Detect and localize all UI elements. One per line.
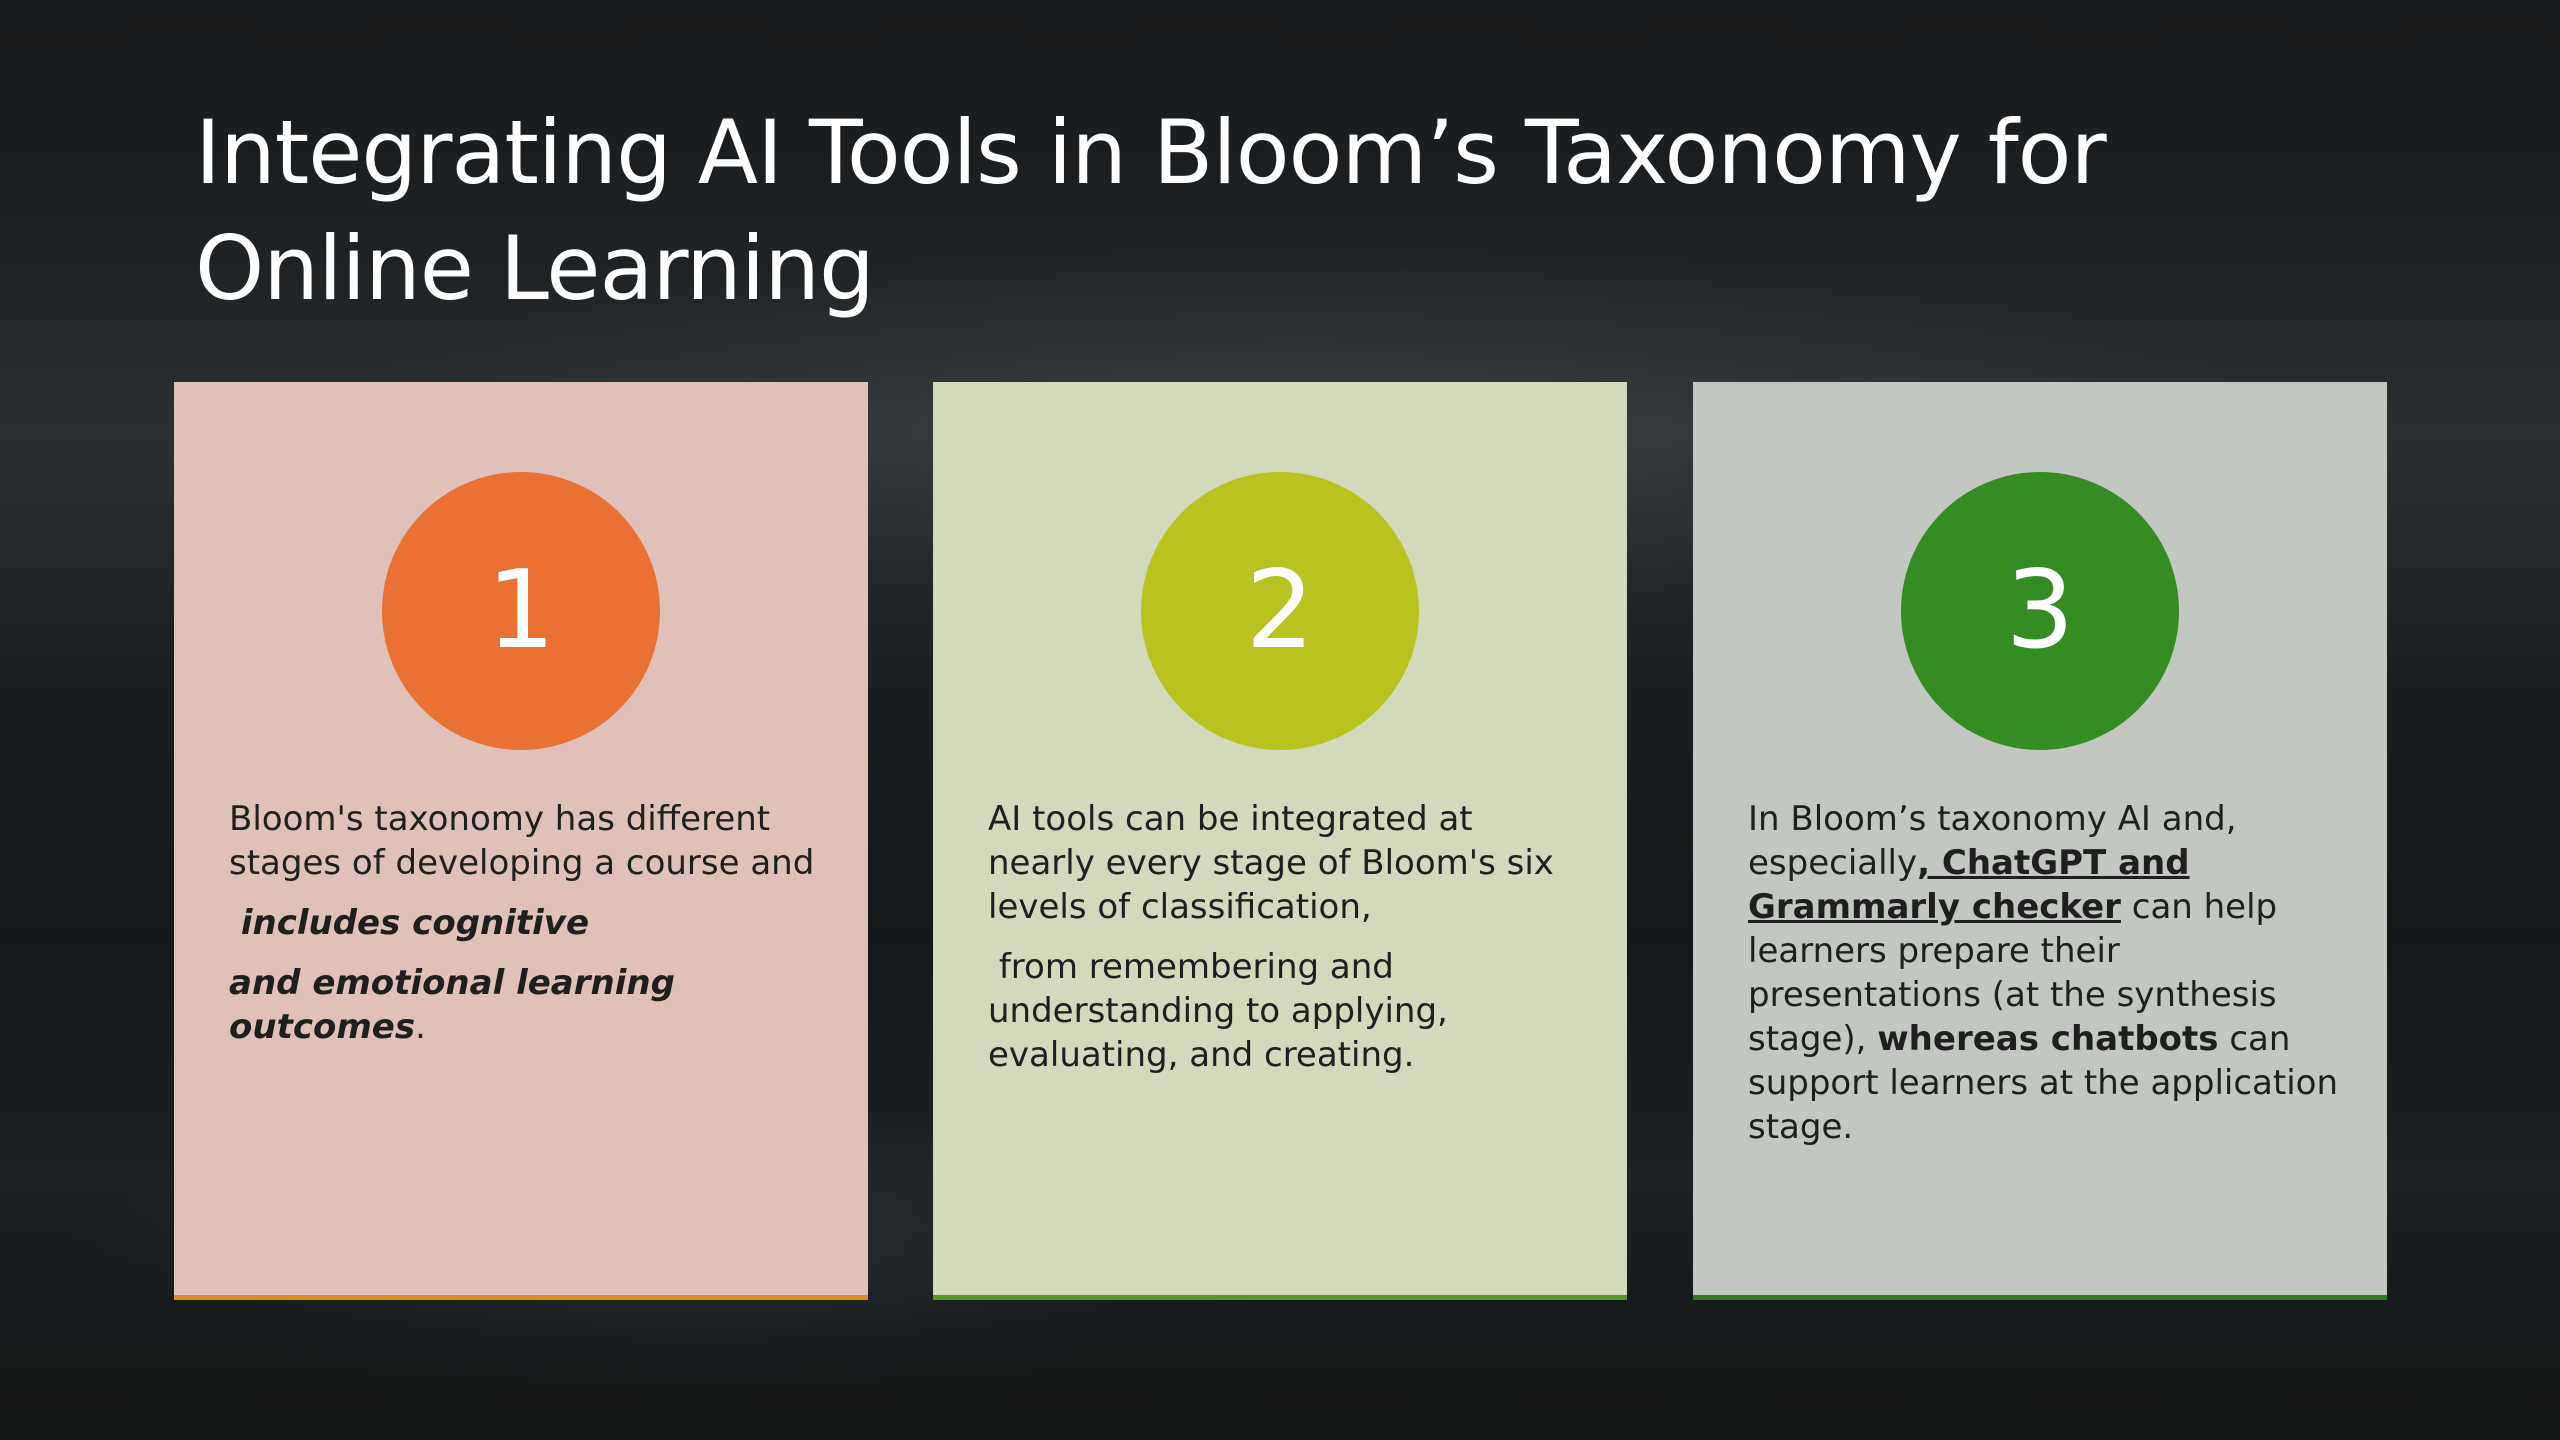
step-description: Bloom's taxonomy has different stages of… (229, 797, 829, 1049)
step-text: In Bloom’s taxonomy AI and, especially (1748, 799, 2237, 883)
step-card-3: 3 In Bloom’s taxonomy AI and, especially… (1693, 382, 2387, 1300)
step-number: 3 (2005, 548, 2075, 673)
step-text: can help learners prepare their presenta… (1748, 887, 2278, 1059)
step-text: AI tools can be integrated at nearly eve… (988, 799, 1554, 927)
step-text-end: . (415, 1007, 426, 1047)
step-number: 2 (1245, 548, 1315, 673)
tool-names-text: , ChatGPT and Grammarly checker (1748, 843, 2190, 927)
step-paragraph: In Bloom’s taxonomy AI and, especially, … (1748, 797, 2348, 1149)
step-description: AI tools can be integrated at nearly eve… (988, 797, 1588, 1077)
step-emphasis-paragraph: and emotional learning outcomes. (229, 961, 829, 1049)
step-text: can support learners at the application … (1748, 1019, 2339, 1147)
step-number: 1 (486, 548, 556, 673)
slide-title: Integrating AI Tools in Bloom’s Taxonomy… (195, 101, 2107, 320)
step-text: Bloom's taxonomy has different stages of… (229, 799, 815, 883)
step-emphasis-text: includes cognitive (229, 903, 590, 943)
step-text: from remembering and understanding to ap… (988, 947, 1459, 1075)
step-card-1: 1 Bloom's taxonomy has different stages … (174, 382, 868, 1300)
step-card-2: 2 AI tools can be integrated at nearly e… (933, 382, 1627, 1300)
step-description: In Bloom’s taxonomy AI and, especially, … (1748, 797, 2348, 1149)
step-emphasis-text: and emotional learning outcomes (229, 963, 675, 1047)
step-number-circle: 3 (1901, 472, 2179, 750)
step-number-circle: 1 (382, 472, 660, 750)
bold-text: whereas chatbots (1877, 1019, 2219, 1059)
step-number-circle: 2 (1141, 472, 1419, 750)
